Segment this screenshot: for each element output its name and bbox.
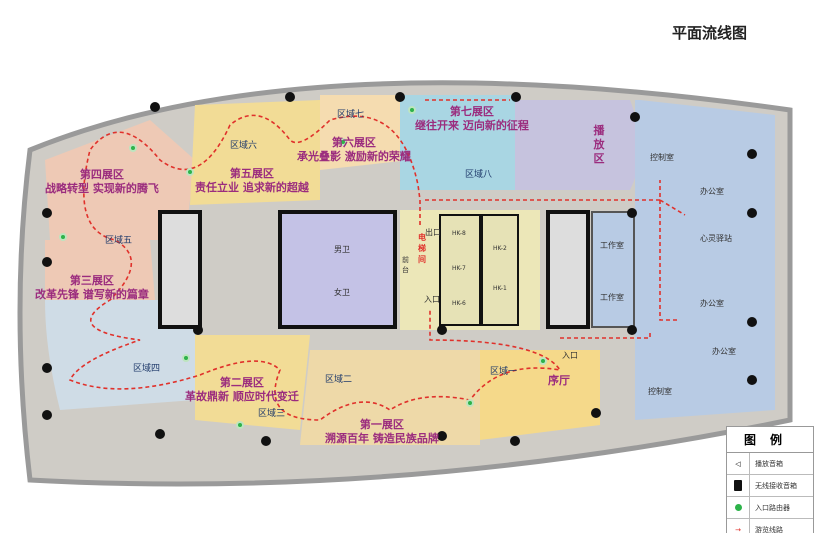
router-icon [466, 399, 474, 407]
router-icon [182, 354, 190, 362]
office-route [425, 180, 686, 339]
pillar [437, 431, 447, 441]
router-icon [236, 421, 244, 429]
office-2-label: 办公室 [700, 299, 724, 308]
zone-3-label: 区域三 [258, 409, 286, 419]
zone-7-label: 区域七 [337, 110, 365, 120]
router-icon [727, 497, 750, 518]
restrooms [278, 210, 397, 329]
pillar [747, 208, 757, 218]
tour-route [68, 114, 562, 421]
pillar [42, 363, 52, 373]
exhibit-6: 第六展区承光叠影 激励新的荣耀 [297, 136, 411, 163]
zone-6 [190, 100, 320, 205]
zone-8-label: 区域八 [465, 170, 493, 180]
lift-hk7: HK-7 [452, 265, 466, 272]
pillar [627, 325, 637, 335]
zone-6-label: 区域六 [230, 141, 258, 151]
stair-right [546, 210, 590, 329]
page-title: 平面流线图 [672, 24, 748, 42]
reception-label: 前台 [402, 256, 409, 274]
zone-3-4 [45, 300, 195, 410]
router-icon [129, 144, 137, 152]
lounge-label: 心灵驿站 [700, 234, 732, 243]
zone-1-2 [300, 350, 480, 445]
control-room-top: 控制室 [650, 153, 674, 162]
pillar [747, 375, 757, 385]
router-icon [539, 357, 547, 365]
lobby-entrance-label: 入口 [562, 351, 578, 360]
control-room-bottom: 控制室 [648, 387, 672, 396]
pillar [395, 92, 405, 102]
pillar [42, 410, 52, 420]
lift-hk1: HK-1 [493, 285, 507, 292]
pillar [155, 429, 165, 439]
lift-shafts [439, 214, 519, 326]
lift-hk6: HK-6 [452, 300, 466, 307]
pillar [591, 408, 601, 418]
exhibit-3: 第三展区改革先锋 谱写新的篇章 [35, 274, 149, 301]
zone-4-label: 区域四 [133, 364, 161, 374]
playback-area-label: 播放区 [593, 124, 605, 165]
pillar [630, 112, 640, 122]
router-icon [59, 233, 67, 241]
pillar [511, 92, 521, 102]
exhibit-7: 第七展区继往开来 迈向新的征程 [415, 105, 529, 132]
exhibit-5: 第五展区责任立业 追求新的超越 [195, 167, 309, 194]
zone-5 [45, 240, 155, 300]
pillar [42, 208, 52, 218]
playback-area [515, 100, 640, 190]
legend-title: 图例 [727, 427, 813, 453]
female-wc-label: 女卫 [334, 288, 350, 297]
exhibit-4: 第四展区战略转型 实现新的腾飞 [45, 168, 159, 195]
studio-1-label: 工作室 [600, 241, 624, 250]
zone-2-3 [195, 335, 310, 430]
exhibit-2: 第二展区革故鼎新 顺应时代变迁 [185, 376, 299, 403]
pillar [285, 92, 295, 102]
office-3-label: 办公室 [712, 347, 736, 356]
exhibit-1: 第一展区溯源百年 铸造民族品牌 [325, 418, 439, 445]
pillar [510, 436, 520, 446]
legend-item: 入口路由器 [727, 497, 813, 519]
legend-item: 无线接收音箱 [727, 475, 813, 497]
office-1-label: 办公室 [700, 187, 724, 196]
wireless-speaker-icon [727, 475, 750, 496]
pillar [747, 317, 757, 327]
zone-1-label: 区域一 [490, 367, 518, 377]
pillar [261, 436, 271, 446]
lobby-label: 序厅 [548, 374, 570, 387]
lift-hk8: HK-8 [452, 230, 466, 237]
pillar [150, 102, 160, 112]
exit-label: 出口 [425, 228, 441, 237]
male-wc-label: 男卫 [334, 245, 350, 254]
pillar [747, 149, 757, 159]
router-icon [408, 106, 416, 114]
legend: 图例 ◁播放音箱 无线接收音箱 入口路由器 →游览线路 [726, 426, 814, 533]
zone-7 [320, 95, 410, 170]
legend-item: ◁播放音箱 [727, 453, 813, 475]
zone-4 [45, 120, 195, 240]
elevator-hall-label: 电梯间 [418, 233, 426, 264]
zone-2-label: 区域二 [325, 375, 353, 385]
studio-2-label: 工作室 [600, 293, 624, 302]
office-block [635, 100, 775, 420]
stair-left [158, 210, 202, 329]
pillar [42, 257, 52, 267]
router-icon [186, 168, 194, 176]
studio-block [591, 211, 635, 328]
speaker-icon: ◁ [727, 453, 750, 474]
zone-8 [400, 95, 515, 190]
pillar [193, 325, 203, 335]
legend-item: →游览线路 [727, 519, 813, 533]
pillar [437, 325, 447, 335]
pillar [627, 208, 637, 218]
router-icon [339, 138, 347, 146]
entrance-label: 入口 [424, 295, 440, 304]
route-arrow-icon: → [727, 519, 750, 533]
zone-5-label: 区域五 [105, 236, 133, 246]
lift-hk2: HK-2 [493, 245, 507, 252]
